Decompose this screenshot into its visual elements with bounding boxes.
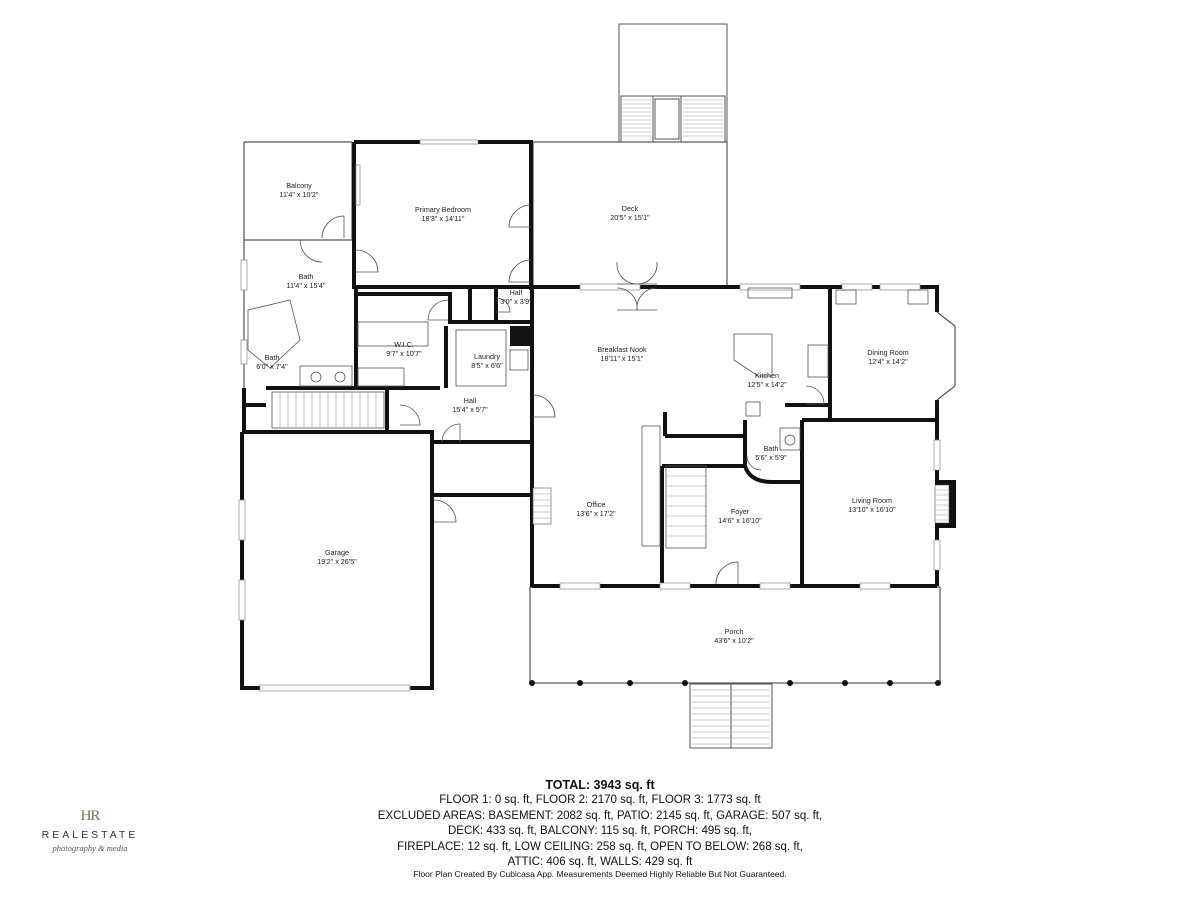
area-summary: TOTAL: 3943 sq. ft FLOOR 1: 0 sq. ft, FL… [300, 777, 900, 871]
room-dims-garage: 19'2" x 26'5" [317, 557, 357, 566]
logo-brand: REALESTATE [41, 829, 139, 841]
room-dims-porch: 43'6" x 10'2" [714, 636, 754, 645]
porch-stairs [689, 683, 773, 749]
room-dims-laundry: 8'5" x 6'6" [471, 361, 503, 370]
room-dims-half: 3'0" x 3'9" [500, 297, 532, 306]
room-name-office: Office [587, 500, 606, 509]
disclaimer: Floor Plan Created By Cubicasa App. Meas… [413, 869, 787, 879]
room-name-dining-room: Dining Room [867, 348, 909, 357]
room-name-bath-small: Bath [265, 353, 280, 362]
deck-extension [618, 23, 728, 143]
room-dims-balcony: 11'4" x 10'2" [280, 190, 319, 199]
office-fireplace [532, 487, 552, 525]
fixtures [247, 287, 929, 451]
room-dims-deck: 20'5" x 15'1" [610, 213, 650, 222]
room-name-living-room: Living Room [852, 496, 892, 505]
room-name-primary-bedroom: Primary Bedroom [415, 205, 471, 214]
room-dims-bath-main: 5'6" x 5'9" [755, 453, 787, 462]
fireplace [934, 480, 956, 528]
chimney-block [510, 326, 530, 346]
room-dims-wic: 9'7" x 10'7" [386, 349, 422, 358]
room-name-wic: W.I.C. [394, 340, 414, 349]
area-line-4: FIREPLACE: 12 sq. ft, LOW CEILING: 258 s… [397, 840, 803, 853]
area-line-1: FLOOR 1: 0 sq. ft, FLOOR 2: 2170 sq. ft,… [439, 794, 761, 806]
room-name-half: Half [510, 288, 523, 297]
doors [299, 204, 825, 585]
room-dims-dining-room: 12'4" x 14'2" [868, 357, 908, 366]
room-name-foyer: Foyer [731, 507, 750, 516]
area-line-5: ATTIC: 406 sq. ft, WALLS: 429 sq. ft [507, 856, 693, 868]
porch-posts [529, 680, 941, 686]
area-line-3: DECK: 433 sq. ft, BALCONY: 115 sq. ft, P… [447, 825, 753, 837]
room-dims-hall: 15'4" x 5'7" [452, 405, 488, 414]
room-name-bath-upper: Bath [299, 272, 314, 281]
windows [238, 139, 941, 692]
room-name-hall: Hall [464, 396, 477, 405]
walls [240, 140, 939, 690]
room-name-porch: Porch [725, 627, 744, 636]
room-dims-kitchen: 12'5" x 14'2" [747, 380, 787, 389]
bay-window [936, 311, 956, 401]
room-dims-bath-small: 6'0" x 7'4" [256, 362, 288, 371]
room-name-laundry: Laundry [474, 352, 500, 361]
room-dims-office: 13'6" x 17'2" [576, 509, 616, 518]
room-name-balcony: Balcony [286, 181, 312, 190]
room-dims-foyer: 14'6" x 16'10" [718, 516, 762, 525]
logo-subtitle: photography & media [52, 843, 128, 853]
room-dims-bath-upper: 11'4" x 15'4" [287, 281, 326, 290]
room-dims-primary-bedroom: 18'3" x 14'11" [422, 214, 465, 223]
thin-outlines [243, 141, 941, 684]
brand-logo: HR REALESTATE photography & media [30, 808, 150, 870]
area-line-2: EXCLUDED AREAS: BASEMENT: 2082 sq. ft, P… [377, 809, 823, 822]
logo-mark: HR [80, 808, 101, 824]
room-name-deck: Deck [622, 204, 639, 213]
room-dims-living-room: 13'10" x 16'10" [848, 505, 896, 514]
total-area: TOTAL: 3943 sq. ft [545, 778, 655, 792]
room-name-breakfast-nook: Breakfast Nook [597, 345, 647, 354]
room-name-garage: Garage [325, 548, 349, 557]
stairs [271, 391, 707, 549]
room-name-kitchen: Kitchen [755, 371, 779, 380]
room-dims-breakfast-nook: 18'11" x 15'1" [601, 354, 644, 363]
room-name-bath-main: Bath [764, 444, 779, 453]
